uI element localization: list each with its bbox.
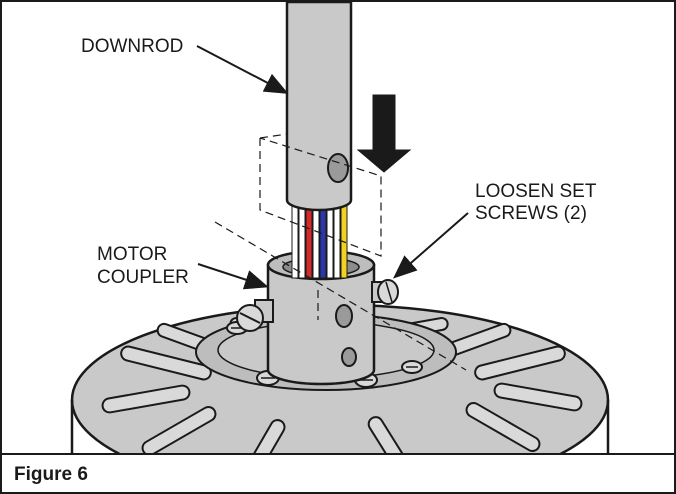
- coupler-lower-hole: [341, 347, 357, 367]
- left-set-screw: [236, 299, 274, 332]
- coupler-pin-hole: [335, 304, 353, 328]
- motor-coupler-body: [266, 263, 376, 386]
- wires-bundle: [291, 199, 348, 279]
- motor-coupler-label-line1: MOTOR: [97, 244, 167, 265]
- motor-coupler-label-line2: COUPLER: [97, 267, 189, 288]
- downrod-pin-hole: [327, 153, 349, 183]
- set-screws-leader: [392, 212, 469, 279]
- alignment-guide: [214, 133, 467, 371]
- loosen-set-screws-label-line1: LOOSEN SET: [475, 181, 597, 202]
- loosen-set-screws-label-line2: SCREWS (2): [475, 203, 587, 224]
- right-set-screw: [371, 279, 399, 305]
- downrod-leader: [196, 45, 289, 94]
- motor-coupler-leader: [197, 263, 269, 290]
- insert-direction-arrow: [356, 94, 412, 173]
- downrod-label: DOWNROD: [81, 36, 183, 57]
- figure-caption: Figure 6: [14, 464, 88, 485]
